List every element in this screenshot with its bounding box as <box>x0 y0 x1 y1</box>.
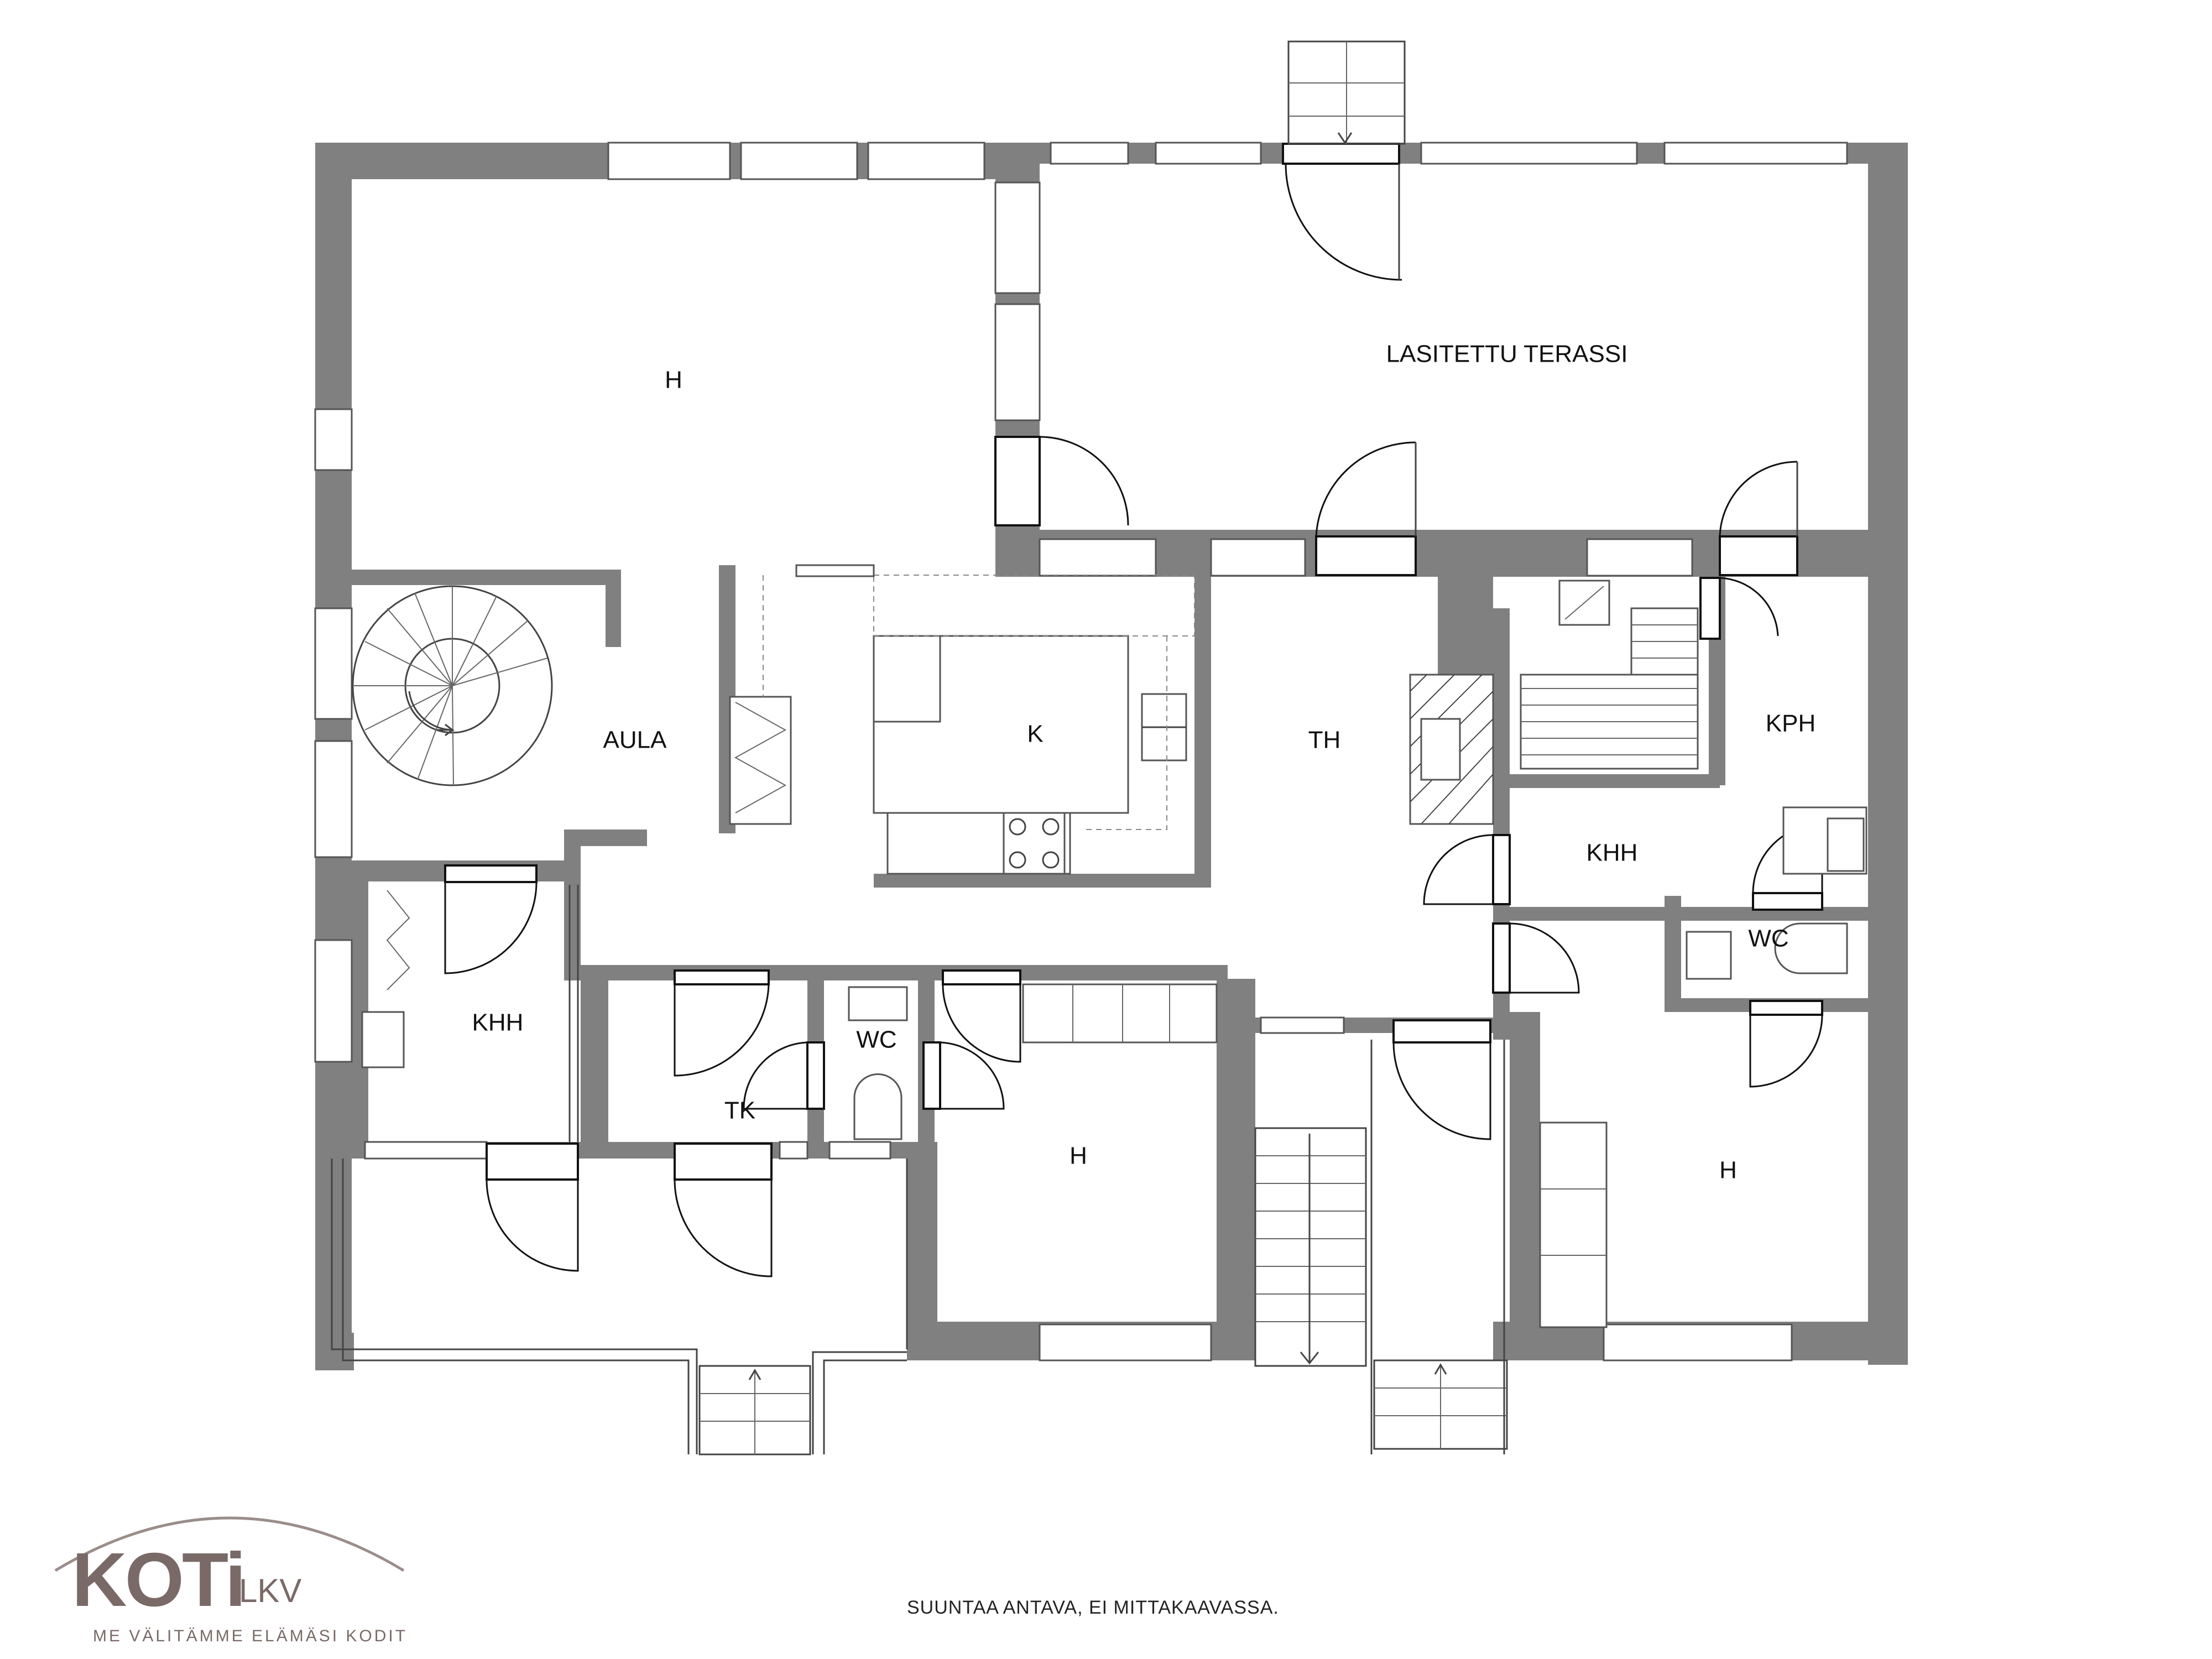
wall-right <box>1868 143 1908 1365</box>
window-left-1 <box>314 408 353 471</box>
room-label-kph: KPH <box>1766 710 1815 737</box>
room-label-khh-right: KHH <box>1587 839 1638 867</box>
window-top-4 <box>1050 142 1129 165</box>
door-terrace-entry <box>1282 143 1402 281</box>
room-label-th: TH <box>1308 727 1341 754</box>
window-top-3 <box>867 142 985 180</box>
door-th-terrace <box>1315 441 1417 576</box>
wall-h-bottom <box>352 570 617 585</box>
window-left-3 <box>314 740 353 858</box>
room-label-tk: TK <box>724 1097 755 1124</box>
room-label-k: K <box>1027 721 1043 748</box>
window-top-2 <box>740 142 858 180</box>
bathroom-fixtures <box>361 806 1867 1140</box>
logo-tagline: ME VÄLITÄMME ELÄMÄSI KODIT <box>93 1627 408 1645</box>
scale-disclaimer: SUUNTAA ANTAVA, EI MITTAKAAVASSA. <box>907 1597 1279 1618</box>
window-terrace-3 <box>1586 538 1693 577</box>
kitchen-stool-block <box>873 635 941 723</box>
door-tk-top <box>674 969 770 1077</box>
wall-bottom-left <box>315 1333 354 1370</box>
logo-brand-suffix: LKV <box>239 1572 302 1609</box>
fireplace <box>1409 674 1494 825</box>
wall-hright-left <box>1510 1012 1540 1344</box>
window-south-2 <box>779 1141 808 1160</box>
room-label-h-right: H <box>1719 1157 1737 1184</box>
window-terrace-1 <box>1039 538 1157 577</box>
door-wc-right-bottom <box>1749 1000 1823 1088</box>
wc-mid-toilet <box>853 1073 902 1140</box>
room-label-h-top: H <box>665 367 682 394</box>
door-wc-mid <box>922 1041 1005 1110</box>
wall-corridor <box>564 965 1228 980</box>
wall-hmid-right <box>1217 979 1255 1360</box>
wall-sauna-bottom <box>1510 774 1720 788</box>
window-bottom-hright <box>1603 1323 1793 1361</box>
window-terrace-2 <box>1210 538 1306 577</box>
room-label-wc-right: WC <box>1748 925 1788 952</box>
room-label-aula: AULA <box>603 727 667 754</box>
window-mid-2 <box>994 303 1041 421</box>
window-top-7 <box>1663 142 1848 165</box>
wall-kitchen-bottom <box>874 874 1211 888</box>
wall-tk-left <box>592 979 608 1145</box>
window-left-4 <box>314 939 353 1063</box>
window-top-1 <box>607 142 731 180</box>
door-kph-terrace <box>1719 461 1798 576</box>
stove-icon <box>1003 812 1066 875</box>
wall-wc-right <box>1665 896 1681 1012</box>
wardrobes <box>1022 983 1608 1328</box>
windows <box>314 142 1848 1361</box>
sauna-benches <box>1520 580 1699 770</box>
door-h-terrace <box>994 436 1129 526</box>
room-label-h-mid: H <box>1070 1142 1087 1170</box>
door-khh-wc <box>1752 823 1823 911</box>
wall-hmid-left <box>907 1142 937 1330</box>
window-south-3 <box>828 1141 891 1160</box>
door-khh-left <box>444 864 538 974</box>
door-south-1 <box>486 1142 579 1272</box>
window-top-6 <box>1420 142 1638 165</box>
door-kph-sauna <box>1699 577 1779 640</box>
wc-right-toilet <box>1774 922 1848 974</box>
spiral-staircase <box>352 585 553 786</box>
wc-mid-sink <box>848 986 908 1021</box>
window-mid-1 <box>994 181 1041 294</box>
upper-cabinets <box>873 575 1195 637</box>
door-hmid-top <box>942 969 1021 1063</box>
window-left-2 <box>314 607 353 720</box>
wall-kitchen-right <box>1194 570 1211 885</box>
door-stair <box>1392 1019 1491 1140</box>
doors <box>444 143 1823 1277</box>
khh-left-sink <box>361 1011 405 1068</box>
stairs-inner <box>1254 1127 1367 1367</box>
wall-th-pillar <box>1438 570 1493 641</box>
kitchen-pass <box>795 564 875 577</box>
logo-arc <box>54 1516 405 1572</box>
wall-aula-stub <box>606 570 621 647</box>
room-label-wc-mid: WC <box>856 1026 896 1053</box>
window-bottom-hmid <box>1039 1323 1212 1361</box>
door-khh-right <box>1423 834 1511 905</box>
wc-right-sink <box>1686 931 1732 980</box>
kitchen-fixtures <box>729 564 1195 875</box>
room-labels: H LASITETTU TERASSI AULA K TH KPH KHH WC… <box>472 341 1816 1184</box>
logo-brand: KOTi <box>72 1537 246 1623</box>
room-label-khh-left: KHH <box>472 1009 524 1036</box>
door-tk-side <box>743 1041 825 1110</box>
window-top-5 <box>1155 142 1262 165</box>
door-south-2 <box>674 1142 773 1277</box>
door-hright-corridor <box>1492 922 1580 994</box>
porch <box>331 885 1505 1454</box>
window-stair-top <box>1260 1016 1345 1034</box>
window-south-1 <box>364 1141 488 1160</box>
khh-sink <box>1827 817 1865 872</box>
room-label-terrace: LASITETTU TERASSI <box>1386 341 1628 368</box>
stairs <box>698 40 1508 1455</box>
